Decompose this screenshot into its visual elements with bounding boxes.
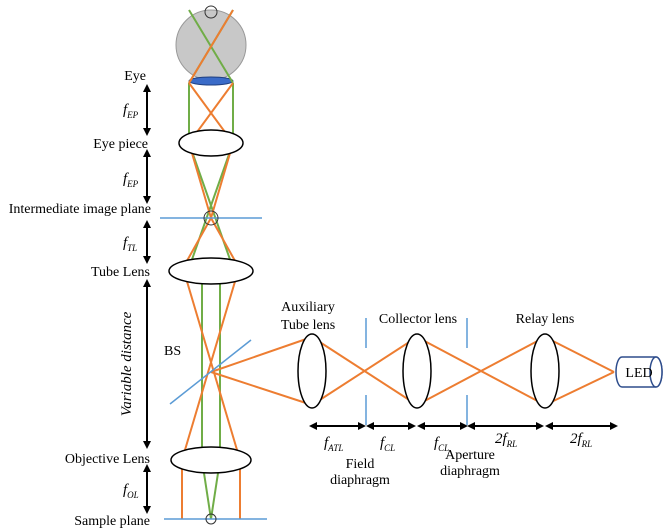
tube-lens: [168, 257, 254, 285]
label-aperture-line2: diaphragm: [440, 464, 500, 479]
label-field-line2: diaphragm: [330, 473, 390, 488]
label-f-ep-2: fEP: [123, 171, 139, 189]
label-bs: BS: [164, 344, 181, 359]
label-collector-lens: Collector lens: [379, 312, 457, 327]
label-sample-plane: Sample plane: [74, 514, 150, 529]
label-f-ep-1: fEP: [123, 102, 139, 120]
label-tube-lens: Tube Lens: [91, 265, 150, 280]
label-2f-rl-1: 2fRL: [495, 431, 517, 449]
lenses: [168, 129, 560, 474]
objective-lens: [170, 446, 252, 474]
label-f-cl-1: fCL: [380, 435, 395, 453]
label-2f-rl-2: 2fRL: [570, 431, 592, 449]
label-field-line1: Field: [346, 457, 375, 472]
label-f-ol: fOL: [123, 482, 139, 500]
illumination-rays: [210, 336, 615, 406]
auxiliary-tube-lens: [297, 333, 327, 409]
label-auxiliary-line2: Tube lens: [281, 318, 335, 333]
label-f-atl: fATL: [324, 435, 343, 453]
label-objective-lens: Objective Lens: [65, 452, 150, 467]
label-auxiliary-line1: Auxiliary: [281, 300, 335, 315]
label-f-tl: fTL: [123, 235, 137, 253]
label-relay-lens: Relay lens: [516, 312, 575, 327]
collector-lens: [402, 333, 432, 409]
label-variable-distance: Variable distance: [119, 311, 135, 416]
relay-lens: [530, 333, 560, 409]
specimen-icon: [203, 5, 219, 525]
label-intermediate-image-plane: Intermediate image plane: [9, 202, 151, 217]
label-f-cl-2: fCL: [434, 435, 449, 453]
label-led: LED: [625, 366, 652, 381]
label-aperture-line1: Aperture: [445, 448, 495, 463]
eye-piece-lens: [178, 129, 244, 157]
green-rays: [188, 9, 234, 520]
label-eye: Eye: [124, 69, 146, 84]
beam-splitter-line: [169, 339, 252, 405]
label-eye-piece: Eye piece: [93, 137, 148, 152]
led-icon: [615, 356, 663, 388]
